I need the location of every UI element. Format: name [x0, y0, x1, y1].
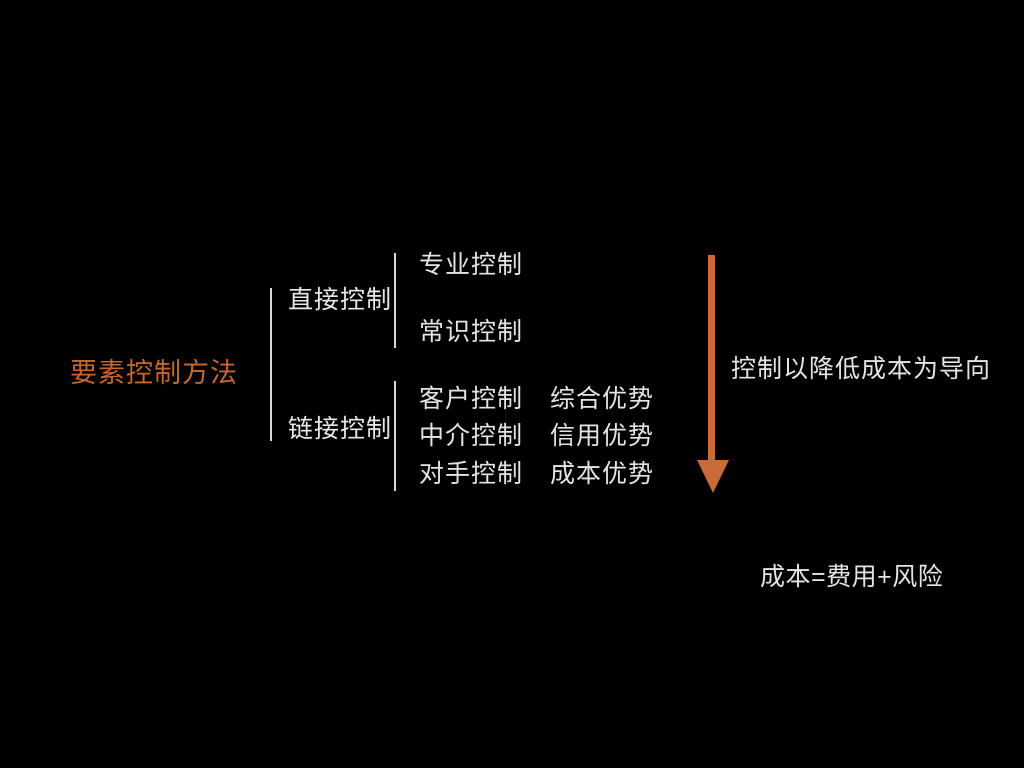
- note-cost-orientation: 控制以降低成本为导向: [731, 355, 992, 383]
- leaf-intermediary-control: 中介控制: [419, 422, 524, 450]
- branch-brace-line-direct: [394, 253, 396, 348]
- down-arrow-head: [697, 460, 729, 493]
- leaf-common-sense-control: 常识控制: [419, 318, 524, 346]
- note-cost-formula: 成本=费用+风险: [760, 563, 944, 591]
- root-brace-line: [270, 288, 272, 441]
- branch-brace-line-link: [394, 381, 396, 491]
- branch-label-link-control: 链接控制: [288, 415, 393, 443]
- root-node-title: 要素控制方法: [70, 358, 238, 388]
- leaf-professional-control: 专业控制: [419, 251, 524, 279]
- advantage-credit: 信用优势: [550, 422, 655, 450]
- down-arrow-icon: [697, 255, 729, 493]
- advantage-comprehensive: 综合优势: [550, 385, 655, 413]
- leaf-opponent-control: 对手控制: [419, 460, 524, 488]
- leaf-customer-control: 客户控制: [419, 385, 524, 413]
- advantage-cost: 成本优势: [550, 460, 655, 488]
- down-arrow-shaft: [708, 255, 715, 463]
- branch-label-direct-control: 直接控制: [288, 286, 393, 314]
